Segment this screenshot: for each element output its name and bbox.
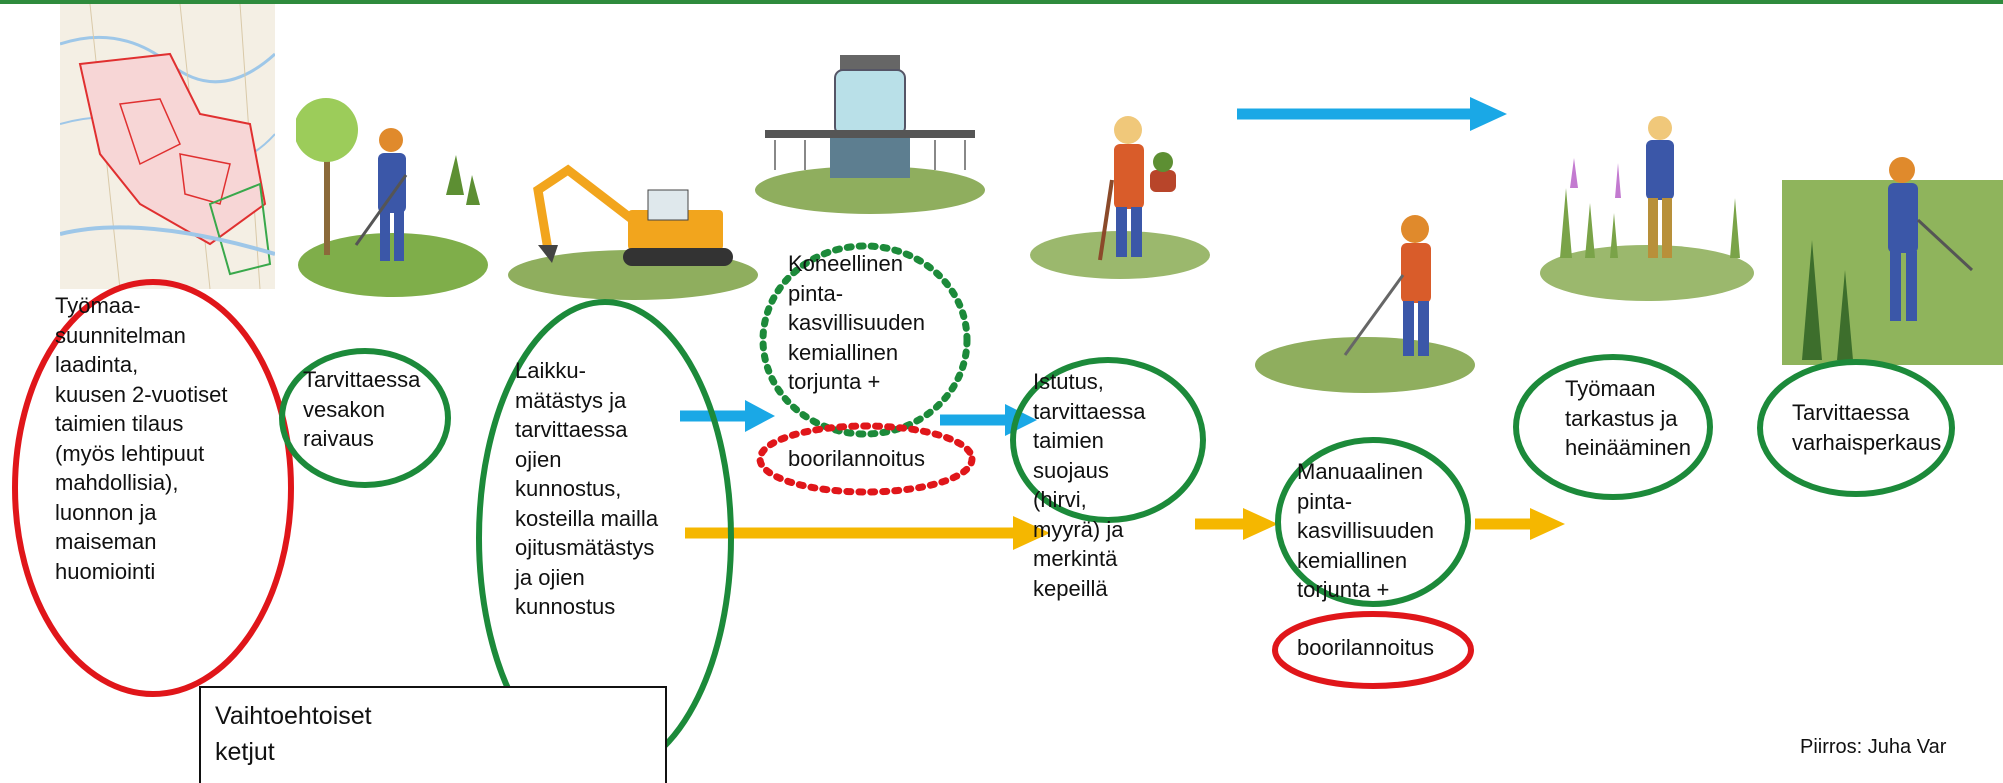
legend: Vaihtoehtoiset ketjut — [199, 686, 667, 783]
step-istutus-label: Istutus, tarvittaessa taimien suojaus (h… — [1033, 369, 1146, 601]
yellow-arrows — [685, 508, 1565, 550]
step-boori2-label: boorilannoitus — [1297, 635, 1434, 660]
green-dotted-circle-koneellinen — [759, 242, 971, 438]
legend-title: Vaihtoehtoiset ketjut — [215, 702, 372, 766]
step-laikku-label: Laikku- mätästys ja tarvittaessa ojien k… — [515, 358, 659, 619]
drawing-credit: Piirros: Juha Var — [1800, 736, 1947, 758]
red-circle-boori2 — [1272, 611, 1474, 689]
excavator-illustration — [508, 164, 758, 300]
manual-spraying-illustration — [1255, 215, 1475, 393]
planting-illustration — [1030, 116, 1210, 279]
step-raivaus-label: Tarvittaessa vesakon raivaus — [303, 367, 421, 451]
step-koneellinen-label: Koneellinen pinta- kasvillisuuden kemial… — [788, 251, 925, 394]
early-cleaning-illustration — [1782, 157, 2003, 365]
step-boori1-label: boorilannoitus — [788, 446, 925, 471]
step-tyomaa-label: Työmaa- suunnitelman laadinta, kuusen 2-… — [55, 293, 228, 584]
green-circle-raivaus — [279, 348, 451, 488]
red-circle-tyomaa — [12, 279, 294, 697]
red-dotted-circle-boori1 — [756, 422, 976, 496]
step-tarkastus-label: Työmaan tarkastus ja heinääminen — [1565, 376, 1691, 460]
inspection-illustration — [1540, 116, 1754, 301]
brush-clearing-illustration — [296, 98, 488, 297]
green-circle-varhais — [1757, 359, 1955, 497]
green-circle-manuaalinen — [1275, 437, 1471, 607]
site-map-image — [60, 4, 275, 289]
tractor-sprayer-illustration — [755, 55, 985, 214]
green-circle-istutus — [1010, 357, 1206, 523]
step-manuaalinen-label: Manuaalinen pinta- kasvillisuuden kemial… — [1297, 459, 1434, 602]
green-circle-tarkastus — [1513, 354, 1713, 500]
top-rule — [0, 0, 2003, 4]
step-varhais-label: Tarvittaessa varhaisperkaus — [1792, 400, 1942, 455]
